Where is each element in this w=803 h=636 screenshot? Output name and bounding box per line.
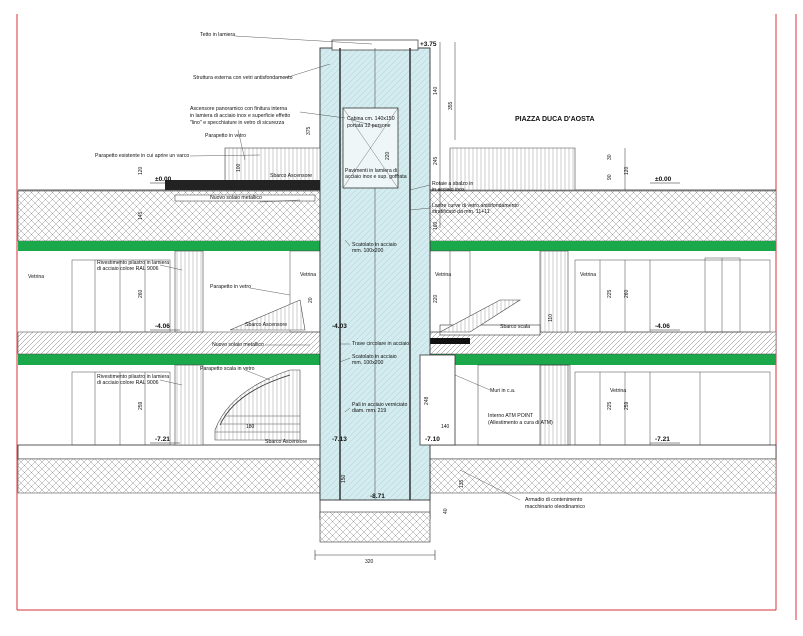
note-pavimenti-2: acciaio inox e sup. goffrata (345, 174, 407, 180)
note-vetrina-c2: Vetrina (435, 272, 451, 278)
note-vetrina-c1: Vetrina (300, 272, 316, 278)
dim-20a: 20 (308, 297, 314, 303)
note-pali-2: diam. mm. 219 (352, 408, 386, 414)
level-pit: -8.71 (370, 493, 385, 500)
level-low-center: -7.13 (332, 436, 347, 443)
dim-248: 248 (424, 396, 430, 405)
note-sbarco-mid: Sbarco Ascensore (245, 322, 287, 328)
note-scatolato-1b: mm. 100x200 (352, 248, 384, 254)
pit-foundation (319, 511, 431, 543)
level-top: +3.75 (420, 41, 437, 48)
note-vetrina-r1: Vetrina (580, 272, 596, 278)
note-ascensore-1: Ascensore panoramico con finitura intern… (190, 106, 287, 112)
dim-259b: 259 (624, 401, 630, 410)
level-low-atm: -7.10 (425, 436, 440, 443)
note-atm-1: Interno ATM POINT (488, 413, 534, 419)
dim-260b: 260 (624, 289, 630, 298)
note-nuovo-solaio-top: Nuovo solaio metallico (210, 195, 262, 201)
level-mid-center: -4.03 (332, 323, 347, 330)
dim-355: 355 (448, 101, 454, 110)
note-parapetto-scala: Parapetto scala in vetro (200, 366, 255, 372)
dim-90: 90 (607, 174, 613, 180)
note-rivestimento-1a: Rivestimento pilastro in lamiera (97, 260, 169, 266)
upper-landing-slab (165, 180, 320, 190)
note-struttura: Struttura esterna con vetri antisfondame… (193, 75, 293, 81)
level-low-right: -7.21 (655, 436, 670, 443)
shopfront-left (71, 259, 171, 446)
note-vetrina-r2: Vetrina (610, 388, 626, 394)
note-scatolato-2b: mm. 100x200 (352, 360, 384, 366)
piazza-canopy (449, 147, 576, 191)
note-cabina-1: Cabina cm. 140x150 (347, 116, 395, 122)
note-pali-1: Pali in acciaio verniciato (352, 402, 407, 408)
dim-40: 40 (443, 508, 449, 514)
note-tetto: Tetto in lamiera (200, 32, 235, 38)
dim-375: 375 (306, 126, 312, 135)
stair-right (439, 299, 522, 333)
note-lastre-1: Lastre curve di vetro antisfondamento (432, 203, 519, 209)
note-ascensore-3: "lino" e specchiature in vetro di sicure… (190, 120, 284, 126)
level-low-left: -7.21 (155, 436, 170, 443)
note-muri: Muri in c.a. (490, 388, 515, 394)
dim-100: 100 (236, 163, 242, 172)
stair-mid (229, 299, 306, 331)
column-left-upper (174, 250, 204, 333)
stair-lower (214, 369, 301, 441)
note-parapetto-esistente: Parapetto esistente in cui aprire un var… (95, 153, 189, 159)
dim-140b: 140 (441, 424, 450, 430)
dim-180: 180 (246, 424, 255, 430)
dim-220a: 220 (385, 151, 391, 160)
note-lastre-2: stratificato da mm. 11+11 (432, 209, 490, 215)
dim-225b: 225 (607, 401, 613, 410)
dim-120b: 120 (138, 166, 144, 175)
column-left-lower (174, 364, 204, 446)
note-rotaie-1: Rotaie a sbalzo in (432, 181, 473, 187)
dim-259: 259 (138, 401, 144, 410)
column-right-upper (539, 250, 569, 333)
dim-245: 245 (433, 156, 439, 165)
note-rivestimento-2a: Rivestimento pilastro in lamiera (97, 374, 169, 380)
dim-160: 160 (433, 221, 439, 230)
note-nuovo-solaio-mid: Nuovo solaio metallico (212, 342, 264, 348)
dim-225a: 225 (607, 289, 613, 298)
note-armadio-2: macchinario oleodinamico (525, 504, 585, 510)
note-rotaie-2: in acciaio inox (432, 187, 465, 193)
dim-135: 135 (459, 479, 465, 488)
dim-320: 320 (365, 559, 374, 565)
note-cabina-2: portata 12 persone (347, 123, 391, 129)
note-pavimenti-1: Pavimenti in lamiera di (345, 168, 397, 174)
level-ground-left: ±0.00 (155, 176, 172, 183)
dim-220b: 220 (433, 294, 439, 303)
note-vetrina-l1: Vetrina (28, 274, 44, 280)
shopfront-right (574, 257, 771, 446)
column-right-lower (539, 364, 569, 446)
dim-150: 150 (341, 474, 347, 483)
level-mid-right: -4.06 (655, 323, 670, 330)
level-mid-left: -4.06 (155, 323, 170, 330)
note-sbarco-low: Sbarco Ascensore (265, 439, 307, 445)
note-trave: Trave circolare in acciaio (352, 341, 409, 347)
note-atm-2: (Allestimento a cura di ATM) (488, 420, 553, 426)
dim-110: 110 (548, 314, 554, 322)
note-rivestimento-1b: di acciaio colore RAL 9006 (97, 266, 159, 272)
atm-room (419, 354, 456, 446)
note-armadio-1: Armadio di contenimento (525, 497, 582, 503)
note-sbarco-top: Sbarco Ascensore (270, 173, 312, 179)
note-parapetto-vetro-2: Parapetto in vetro (210, 284, 251, 290)
dim-120a: 120 (624, 166, 630, 175)
note-ascensore-2: in lamiera di acciaio inox e superficie … (190, 113, 290, 119)
dim-145a: 145 (138, 211, 144, 220)
dim-140: 140 (433, 86, 439, 95)
note-sbarco-scala: Sbarco scala (500, 324, 530, 330)
note-parapetto-vetro: Parapetto in vetro (205, 133, 246, 139)
level-ground-right: ±0.00 (655, 176, 672, 183)
drawing-title: PIAZZA DUCA D'AOSTA (515, 116, 595, 123)
dim-260a: 260 (138, 289, 144, 298)
note-scatolato-2a: Scatolato in acciaio (352, 354, 397, 360)
note-scatolato-1a: Scatolato in acciaio (352, 242, 397, 248)
note-rivestimento-2b: di acciaio colore RAL 9006 (97, 380, 159, 386)
dim-30: 30 (607, 154, 613, 160)
